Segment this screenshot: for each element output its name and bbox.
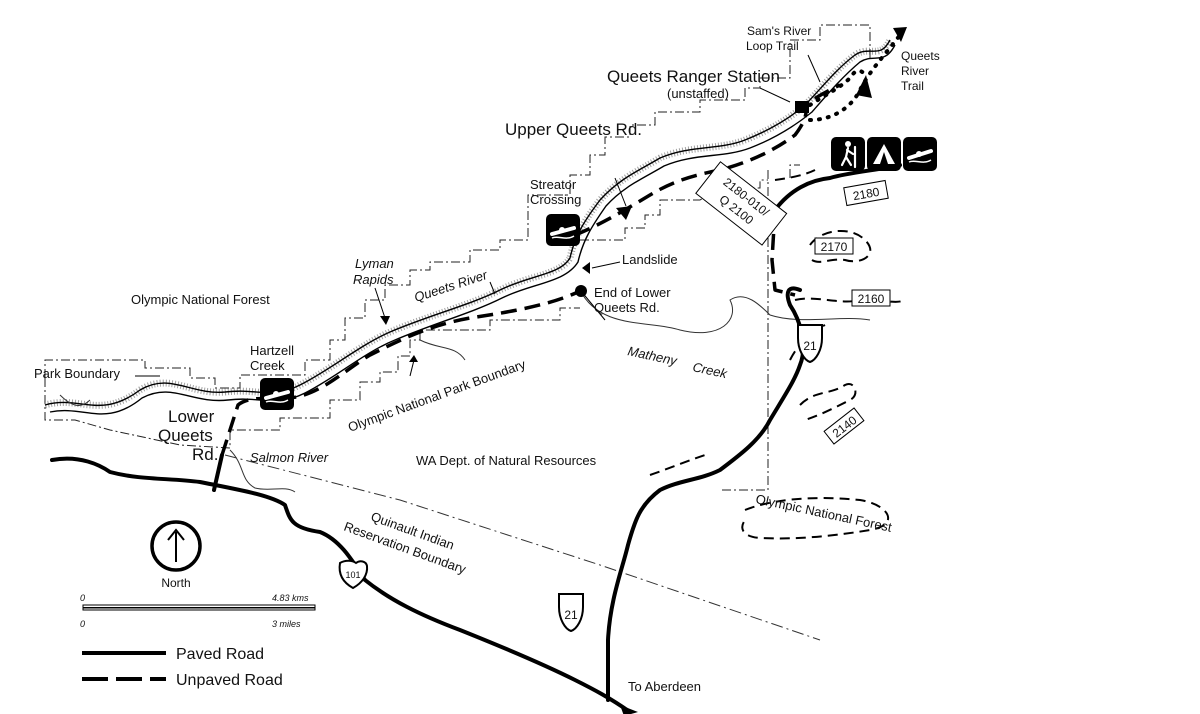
wa-dnr-label: WA Dept. of Natural Resources (416, 453, 597, 468)
road-2140 (799, 383, 857, 421)
hartzell-label: Hartzell (250, 343, 294, 358)
route-2180-010-box: 2180-010/ Q 2100 (695, 161, 788, 246)
scale-zero-km: 0 (80, 593, 85, 603)
lower-queets-label-2: Queets (158, 426, 213, 445)
scale-km-label: 4.83 kms (272, 593, 309, 603)
road-2180-010 (770, 209, 796, 297)
end-lower-label-2: Queets Rd. (594, 300, 660, 315)
hwy-21-label: 21 (803, 339, 817, 353)
salmon-river-label: Salmon River (250, 450, 329, 465)
lower-queets-label-3: Rd. (192, 445, 218, 464)
boat-launch-icon (546, 214, 580, 246)
queets-trail-label: Queets (901, 49, 940, 63)
matheny-label: Matheny (626, 343, 679, 368)
lower-queets-road (220, 290, 579, 456)
sams-river-label-2: Loop Trail (746, 39, 799, 53)
lyman-label: Lyman (355, 256, 394, 271)
creeks (59, 289, 871, 493)
north-compass: North (150, 520, 202, 590)
route-2140-box: 2140 (823, 407, 865, 445)
campground-icon (867, 137, 901, 171)
hartzell-label-2: Creek (250, 358, 285, 373)
queets-ranger-station-label: Queets Ranger Station (607, 67, 780, 86)
wa-21 (606, 286, 806, 702)
scale-zero-mi: 0 (80, 619, 85, 629)
hwy-21-shield: 21 (797, 324, 823, 364)
route-2180-box: 2180 (843, 179, 889, 207)
road-east (649, 454, 706, 476)
to-aberdeen-arrow (620, 705, 638, 714)
us-101-label: 101 (345, 570, 360, 580)
olympic-nf-west-label: Olympic National Forest (131, 292, 270, 307)
to-aberdeen-label: To Aberdeen (628, 679, 701, 694)
hwy-21-shield: 21 (558, 593, 584, 633)
unpaved-roads (220, 83, 906, 476)
lyman-label-2: Rapids (353, 272, 394, 287)
unstaffed-label: (unstaffed) (667, 86, 729, 101)
svg-text:2160: 2160 (858, 292, 885, 306)
upper-queets-rd-label: Upper Queets Rd. (505, 120, 642, 139)
queets-trail-label-2: River (901, 64, 929, 78)
boat-launch-icon (260, 378, 294, 410)
end-lower-label: End of Lower (594, 285, 671, 300)
trail-arrow-up (856, 75, 872, 98)
trail-arrow-head (893, 27, 907, 42)
reservation-boundary-line (224, 454, 821, 641)
boat-launch-icon (903, 137, 937, 171)
legend: Paved Road Unpaved Road (82, 646, 283, 689)
hiker-icon (831, 137, 865, 171)
sams-river-label: Sam's River (747, 24, 811, 38)
queets-trail-label-3: Trail (901, 79, 924, 93)
park-boundary-line (44, 24, 871, 491)
north-label: North (161, 576, 190, 590)
matheny-creek (579, 289, 871, 334)
streator-label-2: Crossing (530, 192, 581, 207)
ranger-station-marker (795, 101, 809, 113)
creek-label: Creek (691, 359, 730, 381)
salmon-river-creek (229, 449, 296, 493)
scale-bar: 0 4.83 kms 0 3 miles (80, 593, 316, 629)
legend-paved-label: Paved Road (176, 646, 264, 663)
lower-queets-paved (212, 453, 224, 492)
landslide-label: Landslide (622, 252, 678, 267)
streator-label: Streator (530, 177, 577, 192)
onp-boundary-label: Olympic National Park Boundary (346, 356, 528, 435)
legend-unpaved-label: Unpaved Road (176, 672, 283, 689)
queets-river-trail (808, 33, 902, 122)
svg-text:2180: 2180 (852, 185, 881, 203)
route-2160-box: 2160 (851, 289, 891, 307)
hwy-21-label: 21 (564, 608, 578, 622)
us-101 (50, 456, 632, 714)
scale-miles-label: 3 miles (272, 619, 301, 629)
route-2170-box: 2170 (814, 237, 854, 255)
svg-text:2170: 2170 (821, 240, 848, 254)
park-boundary-label: Park Boundary (34, 366, 120, 381)
sams-river-loop-trail (808, 68, 867, 107)
lower-queets-label: Lower (168, 407, 215, 426)
leader-lines (135, 54, 821, 377)
us-101-shield: 101 (338, 559, 369, 590)
olympic-nf-east-boundary (741, 497, 890, 540)
